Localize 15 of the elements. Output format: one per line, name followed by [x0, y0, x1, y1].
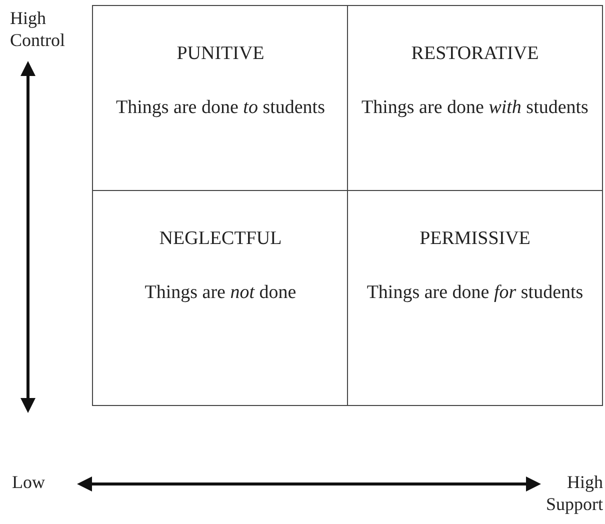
quadrant-cell — [92, 5, 349, 192]
quadrant-description: Things are not done — [144, 281, 298, 305]
quadrant-cell — [92, 190, 349, 406]
axis-label: Low — [12, 472, 45, 494]
quadrant-description: Things are done with students — [360, 96, 590, 120]
quadrant-description: Things are done to students — [115, 96, 326, 120]
axis-label: High Control — [10, 8, 66, 52]
axis-label: High Support — [544, 472, 603, 516]
quadrant-heading: NEGLECTFUL — [158, 227, 283, 251]
quadrant-description: Things are done for students — [366, 281, 584, 305]
quadrant-cell — [347, 5, 603, 192]
quadrant-heading: RESTORATIVE — [410, 42, 540, 66]
quadrant-heading: PERMISSIVE — [418, 227, 532, 251]
quadrant-heading: PUNITIVE — [176, 42, 266, 66]
quadrant-cell — [347, 190, 603, 406]
